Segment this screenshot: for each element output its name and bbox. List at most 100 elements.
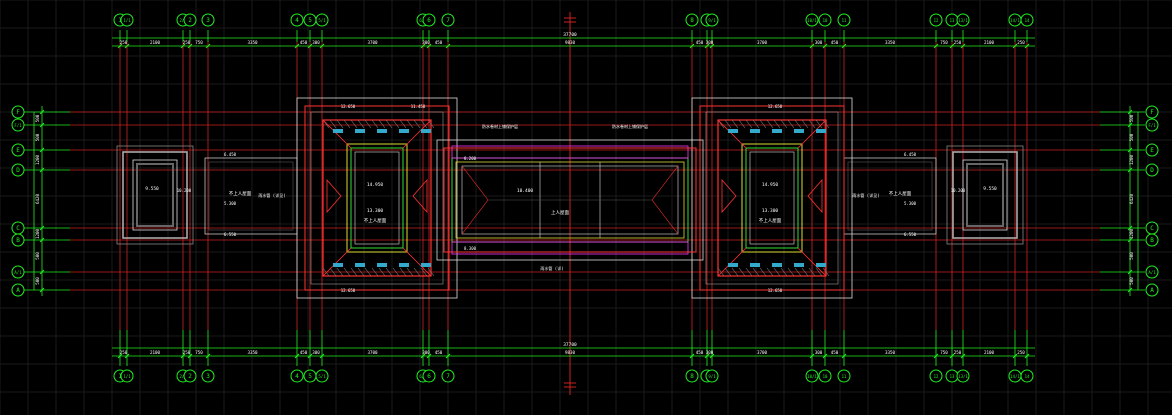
right-pool-elevation-2: 10.200: [951, 188, 966, 193]
right-tower-hip: [717, 119, 747, 149]
left-tower-drain: [399, 129, 409, 133]
dimension-tick: [445, 353, 451, 359]
right-tower-hatch: [731, 267, 739, 277]
right-tower-hatch: [773, 267, 781, 277]
dimension-tick: [39, 167, 45, 173]
left-pavilion-frame: [122, 151, 188, 239]
right-tower-top-elev: 12.650: [768, 104, 783, 109]
axis-bubble-left-label: A: [16, 287, 20, 294]
dimension-label-vertical: 500: [35, 133, 40, 141]
dimension-label: 3700: [367, 40, 378, 45]
dimension-tick: [426, 43, 432, 49]
dimension-label: 750: [940, 40, 948, 45]
left-pavilion-inner: [132, 159, 178, 231]
left-tower-hatch: [336, 119, 344, 129]
left-tower-hatch: [427, 267, 435, 277]
left-tower-drain: [377, 263, 387, 267]
axis-bubble-top-label: 6: [427, 17, 431, 24]
dimension-label-vertical: 1200: [35, 154, 40, 165]
right-tower-hatch: [794, 267, 802, 277]
axis-bubble-top-circle: [818, 13, 832, 27]
dimension-label: 750: [195, 40, 203, 45]
axis-bubble-bottom-label: 14/1: [1010, 374, 1020, 379]
axis-bubble-top-circle: [705, 13, 719, 27]
dimension-label: 250: [1017, 350, 1025, 355]
axis-bubble-top-label: 3: [206, 17, 210, 24]
right-tower-hip: [797, 119, 827, 149]
center-elevation-bottom: 8.300: [464, 246, 477, 251]
axis-bubble-top-label: 1/1: [123, 18, 131, 23]
dimension-label: 250: [954, 40, 962, 45]
dimension-label: 450: [435, 40, 443, 45]
axis-bubble-right-label: F: [1150, 109, 1154, 116]
axis-bubble-top-circle: [441, 13, 455, 27]
dimension-label: 450: [696, 40, 704, 45]
left-tower-hatch: [371, 267, 379, 277]
dimension-tick: [841, 353, 847, 359]
left-tower-hatch: [406, 119, 414, 129]
left-tower-hatch: [350, 119, 358, 129]
axis-bubble-left-circle: [11, 143, 25, 157]
left-tower-hatch: [364, 119, 372, 129]
dimension-tick: [704, 43, 710, 49]
left-tower-hatch: [420, 119, 428, 129]
right-tower-parapet: [717, 119, 827, 277]
left-tower-hatch: [378, 267, 386, 277]
dimension-label: 450: [300, 40, 308, 45]
right-tower-wall: [699, 105, 845, 291]
center-ridge: [461, 199, 489, 235]
left-tower-hatch: [350, 267, 358, 277]
center-ridge: [651, 199, 679, 235]
axis-bubble-bottom-circle: [290, 369, 304, 383]
axis-bubble-bottom-circle: [1020, 369, 1034, 383]
dimension-label: 450: [696, 350, 704, 355]
axis-bubble-bottom-label: 12: [934, 374, 939, 379]
axis-bubble-left-circle: [11, 233, 25, 247]
right-tower-elevation: 14.950: [762, 182, 779, 188]
axis-bubble-top-label: 10: [823, 18, 828, 23]
dimension-tick: [124, 43, 130, 49]
dimension-tick: [689, 43, 695, 49]
axis-bubble-bottom-circle: [422, 369, 436, 383]
dimension-tick: [949, 43, 955, 49]
right-tower-hip: [717, 247, 747, 277]
left-tower-hatch: [392, 119, 400, 129]
dimension-label: 300: [312, 40, 320, 45]
center-mid-elevation: 10.400: [517, 188, 534, 194]
right-tower-label: 不上人屋面: [759, 217, 782, 224]
center-roof-yellow: [455, 161, 685, 239]
left-tower-wall: [304, 105, 450, 291]
right-tower-hatch: [815, 119, 823, 129]
left-tower-hatch: [420, 267, 428, 277]
right-tower-hatch: [745, 267, 753, 277]
right-tower-hatch: [808, 119, 816, 129]
axis-bubble-top-circle: [315, 13, 329, 27]
left-tower-hatch: [399, 119, 407, 129]
dimension-label: 450: [831, 350, 839, 355]
right-tower-hatch: [822, 267, 830, 277]
axis-bubble-bottom-label: 6: [427, 373, 431, 380]
right-room-elevation: 5.300: [904, 201, 917, 206]
center-room-label: 上人屋面: [551, 209, 569, 216]
dimension-label-vertical: 500: [1129, 252, 1134, 260]
left-tower-hatch: [322, 267, 330, 277]
axis-bubble-bottom-circle: [441, 369, 455, 383]
left-tower-drain: [377, 129, 387, 133]
right-pool-elevation: 9.550: [983, 186, 997, 192]
axis-bubble-bottom-label: 1/1: [123, 374, 131, 379]
dimension-label-vertical: 6420: [35, 193, 40, 204]
dimension-tick: [1024, 353, 1030, 359]
axis-bubble-bottom-circle: [805, 369, 819, 383]
dimension-tick: [1127, 147, 1133, 153]
dimension-tick: [689, 353, 695, 359]
left-tower-hatch: [357, 119, 365, 129]
axis-bubble-top-circle: [929, 13, 943, 27]
dimension-tick: [933, 353, 939, 359]
center-title-right: 防水卷材上铺保护层: [612, 123, 648, 129]
dimension-label: 250: [120, 40, 128, 45]
axis-bubble-right-circle: [1145, 265, 1159, 279]
axis-bubble-bottom-label: 4: [295, 373, 299, 380]
left-tower-side-elev: 11.450: [411, 104, 426, 109]
left-tower-hip: [322, 119, 352, 149]
